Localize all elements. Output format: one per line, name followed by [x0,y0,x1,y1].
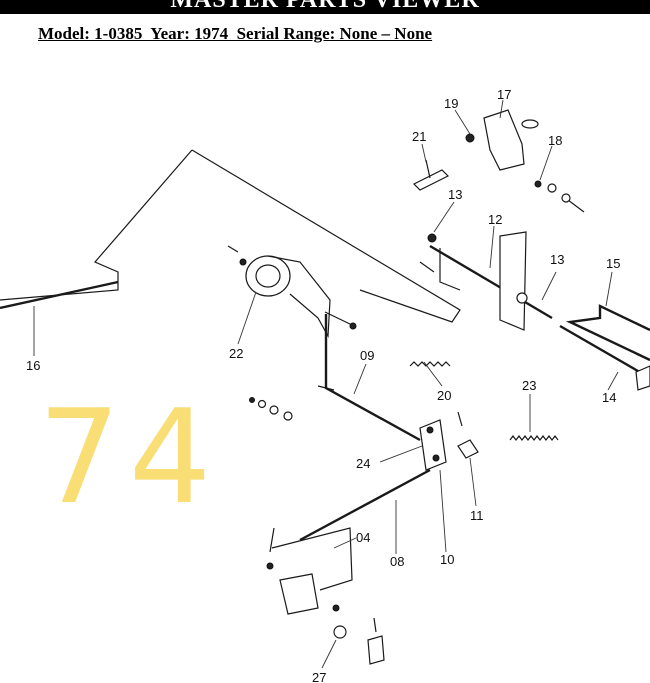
model-info: Model: 1-0385 Year: 1974 Serial Range: N… [38,24,433,43]
part-10-bracket [419,411,479,471]
callout-18: 18 [548,133,562,148]
part-16-rod [0,280,119,310]
callout-09: 09 [360,348,374,363]
callout-22: 22 [229,346,243,361]
part-20-spring [409,361,451,367]
callout-12: 12 [488,212,502,227]
callout-20: 20 [437,388,451,403]
callout-13b: 13 [550,252,564,267]
watermark-74: 74 [38,381,220,533]
callout-16: 16 [26,358,40,373]
callout-08: 08 [390,554,404,569]
part-12-shaft [419,231,553,331]
callout-27: 27 [312,670,326,683]
callout-21: 21 [412,129,426,144]
callout-10: 10 [440,552,454,567]
part-04-lever [266,527,385,665]
part-21-clip [412,169,450,191]
callout-14: 14 [602,390,616,405]
callout-15: 15 [606,256,620,271]
header-bar: MASTER PARTS VIEWER [0,0,650,14]
leader-lines [33,99,619,669]
part-14-bar [559,324,650,380]
part-17-bracket [483,109,539,171]
part-08-rod [299,468,431,542]
callout-13a: 13 [448,187,462,202]
callout-04: 04 [356,530,370,545]
deck-plate-outline [0,149,461,323]
part-15-urod [565,304,650,362]
viewer-title: MASTER PARTS VIEWER [170,0,480,13]
callout-17: 17 [497,87,511,102]
callout-19: 19 [444,96,458,111]
hardware-set [249,397,293,421]
part-22-pulley [227,245,357,339]
part-09-rod [324,314,421,442]
callout-24: 24 [356,456,370,471]
part-23-spring [509,435,559,441]
part-19-nut [465,133,475,143]
callout-11: 11 [470,508,484,523]
part-18-bolts [534,180,585,213]
callout-23: 23 [522,378,536,393]
